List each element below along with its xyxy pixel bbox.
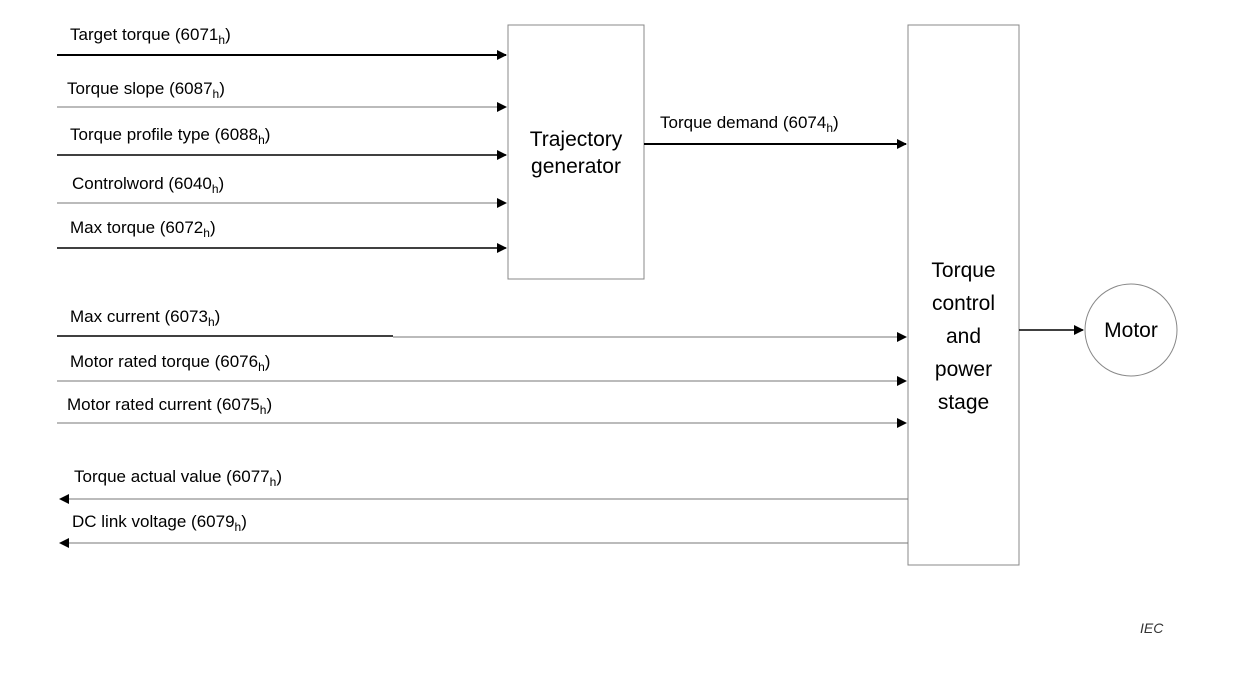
motor-circle bbox=[1084, 283, 1178, 377]
label-motor-rated-current: Motor rated current (6075h) bbox=[67, 395, 273, 417]
label-torque-actual-value: Torque actual value (6077h) bbox=[74, 467, 282, 489]
trajectory-generator-label: Trajectory generator bbox=[529, 128, 623, 178]
label-dc-link-voltage: DC link voltage (6079h) bbox=[72, 512, 247, 534]
label-torque-profile-type: Torque profile type (6088h) bbox=[70, 125, 271, 147]
label-torque-slope: Torque slope (6087h) bbox=[67, 79, 225, 101]
label-controlword: Controlword (6040h) bbox=[72, 174, 225, 196]
label-target-torque: Target torque (6071h) bbox=[70, 25, 231, 47]
label-max-torque: Max torque (6072h) bbox=[70, 218, 216, 240]
motor-label: Motor bbox=[1104, 319, 1158, 342]
label-torque-demand: Torque demand (6074h) bbox=[660, 113, 839, 135]
iec-source-label: IEC bbox=[1140, 620, 1164, 636]
torque-control-box bbox=[907, 24, 1020, 566]
trajectory-generator-box bbox=[507, 24, 645, 280]
label-motor-rated-torque: Motor rated torque (6076h) bbox=[70, 352, 271, 374]
torque-control-label: Torque control and power stage bbox=[931, 259, 996, 414]
label-max-current: Max current (6073h) bbox=[70, 307, 221, 329]
